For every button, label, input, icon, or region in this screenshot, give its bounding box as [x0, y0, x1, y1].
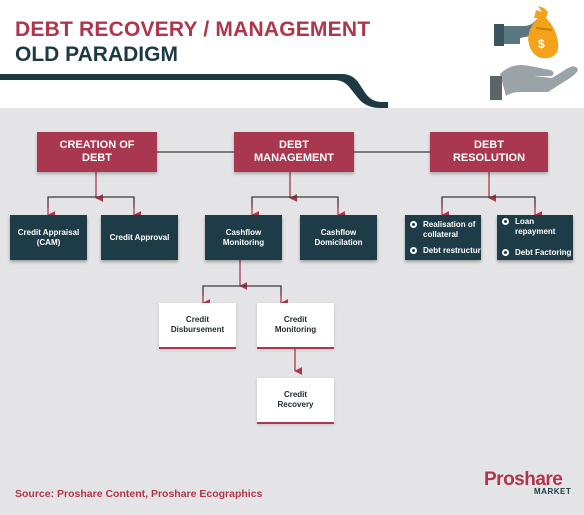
circle-bullet-icon	[410, 246, 417, 254]
stage-creation-of-debt: CREATION OF DEBT	[37, 132, 157, 172]
list-item: Debt restructuring	[410, 246, 481, 256]
node-cashflow-domicilation: Cashflow Domicilation	[300, 215, 377, 260]
circle-bullet-icon	[502, 249, 509, 256]
page-title-line1: DEBT RECOVERY / MANAGEMENT	[15, 18, 371, 41]
proshare-market-logo: Proshare MARKET	[484, 469, 571, 496]
node-cashflow-domicilation-label: Cashflow Domicilation	[314, 227, 363, 247]
list-item: Realisation of collateral	[410, 220, 475, 240]
header-decorative-line	[0, 74, 388, 108]
header: DEBT RECOVERY / MANAGEMENT OLD PARADIGM …	[0, 0, 584, 108]
hand-holding-money-bag-icon: $	[490, 6, 578, 100]
node-credit-disbursement-label: Credit Disbursement	[170, 315, 225, 334]
node-credit-appraisal: Credit Appraisal (CAM)	[10, 215, 87, 260]
logo-sub-text: MARKET	[534, 487, 572, 496]
source-caption: Source: Proshare Content, Proshare Ecogr…	[15, 488, 263, 500]
node-credit-appraisal-label: Credit Appraisal (CAM)	[17, 227, 80, 247]
node-resolution-options-right: Loan repayment Debt Factoring	[497, 215, 573, 260]
node-credit-recovery-label: Credit Recovery	[277, 390, 314, 409]
page-title-line2: OLD PARADIGM	[15, 43, 178, 66]
stage-debt-resolution: DEBT RESOLUTION	[430, 132, 548, 172]
logo-main-text: Proshare	[484, 469, 563, 490]
list-item-label: Debt restructuring	[423, 245, 481, 255]
list-item: Loan repayment	[502, 217, 573, 237]
node-credit-recovery: Credit Recovery	[257, 378, 334, 424]
stage-management-label: DEBT MANAGEMENT	[253, 139, 335, 164]
node-credit-monitoring: Credit Monitoring	[257, 303, 334, 349]
node-credit-monitoring-label: Credit Monitoring	[274, 315, 317, 334]
stage-creation-label: CREATION OF DEBT	[59, 139, 135, 164]
circle-bullet-icon	[502, 218, 509, 225]
connector-lines	[47, 151, 543, 375]
node-credit-disbursement: Credit Disbursement	[159, 303, 236, 349]
circle-bullet-icon	[410, 220, 417, 228]
list-item: Debt Factoring	[502, 248, 571, 258]
list-item-label: Loan repayment	[515, 217, 556, 236]
svg-text:$: $	[538, 37, 545, 51]
flow-diagram: CREATION OF DEBT DEBT MANAGEMENT DEBT RE…	[0, 108, 584, 515]
node-cashflow-monitoring: Cashflow Monitoring	[205, 215, 282, 260]
node-credit-approval: Credit Approval	[101, 215, 178, 260]
stage-resolution-label: DEBT RESOLUTION	[452, 139, 526, 164]
list-item-label: Debt Factoring	[515, 248, 572, 257]
list-item-label: Realisation of collateral	[423, 219, 476, 239]
node-resolution-options-left: Realisation of collateral Debt restructu…	[405, 215, 481, 260]
node-credit-approval-label: Credit Approval	[109, 232, 170, 242]
stage-debt-management: DEBT MANAGEMENT	[234, 132, 354, 172]
node-cashflow-monitoring-label: Cashflow Monitoring	[222, 227, 265, 247]
